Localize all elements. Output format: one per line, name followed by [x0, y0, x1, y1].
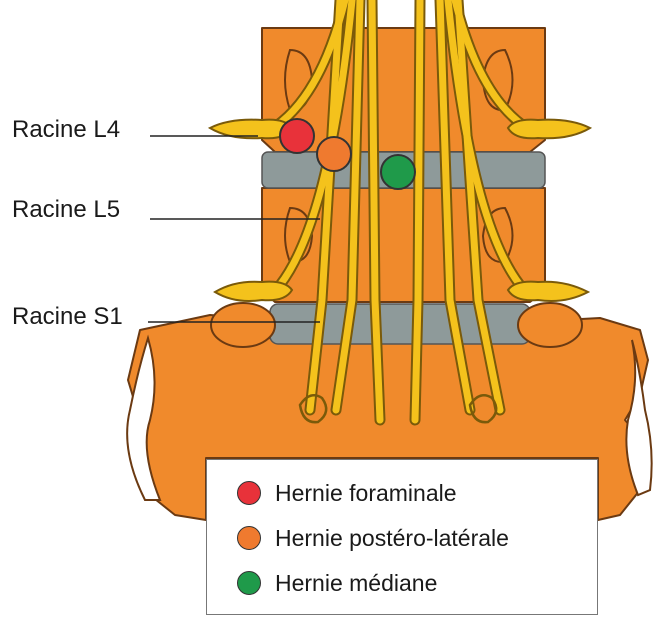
label-root-l5: Racine L5 [12, 198, 120, 222]
legend: Hernie foraminale Hernie postéro-latéral… [206, 459, 598, 615]
label-root-s1: Racine S1 [12, 305, 123, 329]
ganglion-l4-right [508, 120, 590, 139]
legend-item-posterolateral: Hernie postéro-latérale [237, 521, 509, 555]
ganglion-l5-right [508, 282, 588, 301]
legend-label-foraminal: Hernie foraminale [275, 480, 457, 507]
sacral-facet-left [211, 303, 275, 347]
legend-item-foraminal: Hernie foraminale [237, 476, 457, 510]
ganglion-l5-left [215, 282, 292, 301]
legend-item-median: Hernie médiane [237, 566, 437, 600]
hernia-foraminal [280, 119, 314, 153]
label-root-l4: Racine L4 [12, 118, 120, 142]
legend-dot-posterolateral [237, 526, 261, 550]
sacral-facet-right [518, 303, 582, 347]
legend-dot-foraminal [237, 481, 261, 505]
legend-dot-median [237, 571, 261, 595]
legend-label-posterolateral: Hernie postéro-latérale [275, 525, 509, 552]
hernia-median [381, 155, 415, 189]
hernia-posterolateral [317, 137, 351, 171]
legend-label-median: Hernie médiane [275, 570, 437, 597]
